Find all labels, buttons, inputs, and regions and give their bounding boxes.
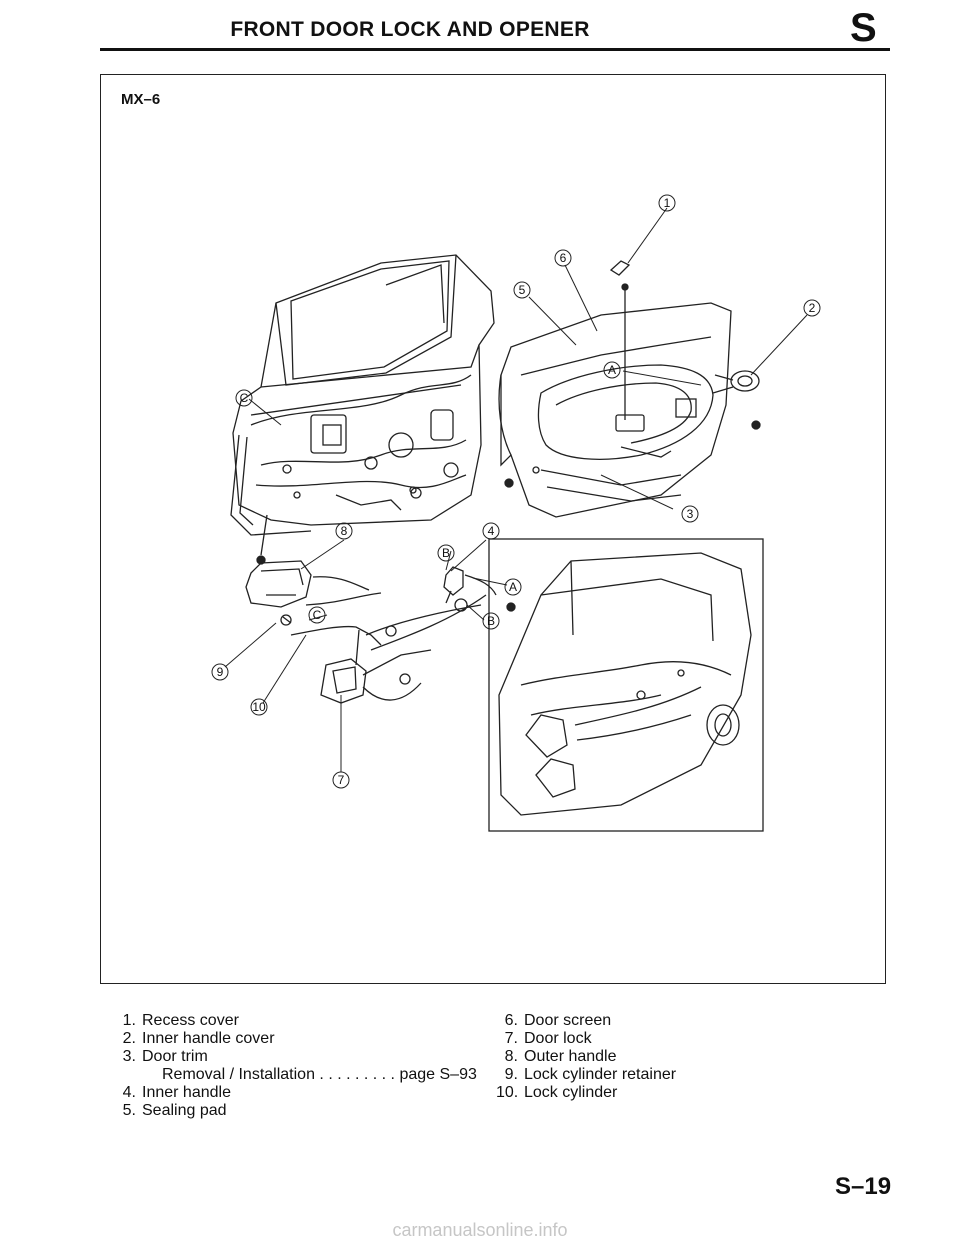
svg-text:4: 4 [488, 524, 495, 538]
callout-8: 8 [335, 522, 353, 540]
part-item: 1.Recess cover [122, 1012, 239, 1029]
callout-3: 3 [681, 505, 699, 523]
svg-text:A: A [608, 363, 616, 377]
svg-text:9: 9 [217, 665, 224, 679]
reference-mark-a-upper: A [603, 361, 621, 379]
reference-mark-a-lower: A [504, 578, 522, 596]
part-item: 3.Door trim [122, 1048, 208, 1065]
svg-text:B: B [487, 614, 495, 628]
leader-lines [224, 207, 808, 772]
part-item: 5.Sealing pad [122, 1102, 227, 1119]
callout-4: 4 [482, 522, 500, 540]
part-item: 6.Door screen [504, 1012, 612, 1029]
reference-mark-b-lower: B [482, 612, 500, 630]
lock-assembly-illustration [245, 560, 516, 704]
door-trim-illustration [498, 260, 732, 518]
door-shell-illustration [230, 254, 495, 565]
watermark: carmanualsonline.info [392, 1220, 568, 1240]
svg-text:C: C [313, 608, 322, 622]
part-item: 9.Lock cylinder retainer [504, 1066, 677, 1083]
part-reference-dots: . . . . . . . . . [319, 1066, 395, 1083]
svg-text:5: 5 [519, 283, 526, 297]
callout-10: 10 [250, 698, 268, 716]
part-reference-page: page S–93 [399, 1066, 477, 1083]
callout-9: 9 [211, 663, 229, 681]
svg-text:1: 1 [664, 196, 671, 210]
parts-list: 1.Recess cover 2.Inner handle cover 3.Do… [114, 1012, 894, 1152]
callout-5: 5 [513, 281, 531, 299]
section-letter: S [850, 6, 877, 50]
part-item: 10.Lock cylinder [496, 1084, 618, 1101]
svg-text:6: 6 [560, 251, 567, 265]
svg-text:B: B [442, 546, 450, 560]
reference-mark-b-upper: B [437, 544, 455, 562]
part-reference-label: Removal / Installation [162, 1066, 315, 1083]
model-label: MX–6 [121, 91, 161, 108]
svg-text:C: C [240, 391, 249, 405]
svg-text:3: 3 [687, 507, 694, 521]
svg-text:10: 10 [252, 700, 266, 714]
page-title: FRONT DOOR LOCK AND OPENER [230, 18, 590, 41]
part-item: 8.Outer handle [504, 1048, 617, 1065]
svg-text:2: 2 [809, 301, 816, 315]
callout-6: 6 [554, 249, 572, 267]
page-number: S–19 [835, 1173, 892, 1200]
reference-mark-c-upper: C [235, 389, 253, 407]
inset-view [488, 538, 764, 832]
part-reference-line: Removal / Installation . . . . . . . . .… [162, 1066, 477, 1084]
exploded-door-diagram: 1 2 3 4 5 6 7 8 [211, 194, 821, 832]
inner-handle-cover-illustration [712, 370, 761, 430]
callout-1: 1 [658, 194, 676, 212]
svg-text:A: A [509, 580, 517, 594]
callout-2: 2 [803, 299, 821, 317]
header-rule [100, 48, 890, 51]
part-item: 7.Door lock [504, 1030, 592, 1047]
svg-text:7: 7 [338, 773, 345, 787]
part-item: 4.Inner handle [122, 1084, 231, 1101]
callout-7: 7 [332, 771, 350, 789]
part-item: 2.Inner handle cover [122, 1030, 275, 1047]
figure-frame: MX–6 [100, 74, 886, 984]
svg-text:8: 8 [341, 524, 348, 538]
reference-mark-c-lower: C [308, 606, 326, 624]
